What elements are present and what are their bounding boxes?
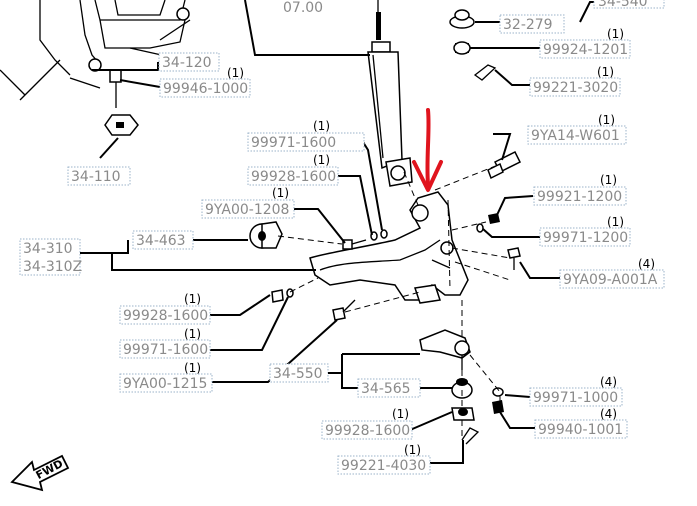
- svg-text:99928-1600: 99928-1600: [325, 423, 410, 439]
- part-label-34-120: 34-120: [158, 52, 220, 72]
- svg-text:(1): (1): [607, 27, 624, 41]
- svg-text:(1): (1): [598, 113, 615, 127]
- label-partial-top: 07.00: [283, 0, 323, 16]
- nut-99928-1600-lower-drawing: [451, 407, 475, 421]
- svg-text:99921-1200: 99921-1200: [537, 189, 622, 205]
- part-label-34-310: 34-310 34-310Z: [19, 238, 82, 276]
- cotter-pin-99221-4030-drawing: [461, 427, 480, 445]
- part-label-9YA09-A001A: (4) 9YA09-A001A: [559, 257, 665, 289]
- svg-text:32-279: 32-279: [503, 17, 553, 33]
- washers-upper-drawing: [370, 229, 388, 241]
- shock-absorber-drawing: [367, 0, 413, 187]
- part-label-99924-1201: (1) 99924-1201: [539, 27, 631, 59]
- svg-text:34-565: 34-565: [361, 381, 411, 397]
- svg-text:(1): (1): [227, 66, 244, 80]
- body-bracket-drawing: [0, 0, 191, 101]
- highlight-arrow: [412, 108, 443, 192]
- upper-control-arm-drawing: [309, 191, 469, 304]
- svg-text:34-120: 34-120: [162, 55, 212, 71]
- part-label-99971-1600-mid: (1) 99971-1600: [119, 327, 211, 359]
- svg-text:9YA00-1208: 9YA00-1208: [205, 202, 289, 218]
- part-label-99971-1200: (1) 99971-1200: [539, 215, 631, 247]
- part-label-34-565: 34-565: [357, 378, 421, 398]
- part-label-32-279: 32-279: [499, 14, 565, 34]
- svg-text:(1): (1): [404, 443, 421, 457]
- svg-text:(1): (1): [607, 215, 624, 229]
- svg-text:(4): (4): [600, 375, 617, 389]
- svg-text:34-310: 34-310: [23, 241, 73, 257]
- part-label-9YA00-1208: (1) 9YA00-1208: [201, 186, 295, 219]
- svg-text:99946-1000: 99946-1000: [163, 81, 248, 97]
- part-label-9YA00-1215: (1) 9YA00-1215: [119, 361, 213, 393]
- nut-99921-1200-drawing: [488, 213, 500, 224]
- part-label-99971-1600-upper: (1) 99971-1600: [247, 119, 365, 152]
- part-label-34-463: 34-463: [132, 230, 194, 250]
- svg-text:(4): (4): [638, 257, 655, 271]
- bolt-9YA09-A001A-drawing: [507, 247, 521, 270]
- svg-text:99928-1600: 99928-1600: [251, 169, 336, 185]
- svg-text:34-110: 34-110: [71, 169, 121, 185]
- fwd-arrow-icon: FWD: [10, 454, 70, 492]
- part-label-99221-3020: (1) 99221-3020: [529, 65, 621, 97]
- part-label-99928-1600-mid: (1) 99928-1600: [119, 292, 211, 325]
- rubber-stop-99946-1000-drawing: [104, 69, 139, 136]
- svg-text:(1): (1): [597, 65, 614, 79]
- part-label-99928-1600-lower: (1) 99928-1600: [321, 407, 413, 440]
- svg-text:34-463: 34-463: [136, 233, 186, 249]
- ball-joint-34-550-drawing: [419, 329, 471, 370]
- part-label-99971-1000: (4) 99971-1000: [529, 375, 623, 407]
- bushing-34-463-drawing: [249, 221, 283, 249]
- top-right-parts-drawing: [449, 9, 497, 81]
- svg-text:9YA14-W601: 9YA14-W601: [531, 128, 620, 144]
- washer-nut-lower-right-drawing: [492, 387, 504, 414]
- svg-text:9YA00-1215: 9YA00-1215: [123, 376, 207, 392]
- svg-text:(1): (1): [600, 173, 617, 187]
- fwd-label: FWD: [34, 457, 66, 482]
- bolt-9YA00-1208-drawing: [342, 239, 367, 250]
- svg-text:99924-1201: 99924-1201: [543, 42, 628, 58]
- svg-text:99221-4030: 99221-4030: [341, 458, 426, 474]
- svg-text:(1): (1): [313, 153, 330, 167]
- part-label-34-110: 34-110: [67, 166, 131, 186]
- svg-text:99971-1600: 99971-1600: [123, 342, 208, 358]
- svg-text:(1): (1): [184, 292, 201, 306]
- part-label-99928-1600-upper: (1) 99928-1600: [247, 153, 339, 186]
- svg-text:99971-1200: 99971-1200: [543, 230, 628, 246]
- svg-text:(1): (1): [392, 407, 409, 421]
- part-label-34-550: 34-550: [269, 363, 329, 383]
- part-label-99921-1200: (1) 99921-1200: [533, 173, 627, 206]
- svg-text:9YA09-A001A: 9YA09-A001A: [563, 272, 658, 288]
- svg-text:34-550: 34-550: [273, 366, 323, 382]
- part-label-99946-1000: (1) 99946-1000: [159, 66, 251, 98]
- part-label-9YA14-W601: (1) 9YA14-W601: [527, 113, 627, 145]
- svg-text:99928-1600: 99928-1600: [123, 308, 208, 324]
- svg-text:99940-1001: 99940-1001: [538, 422, 623, 438]
- svg-text:(4): (4): [600, 407, 617, 421]
- svg-text:(1): (1): [184, 361, 201, 375]
- svg-text:99221-3020: 99221-3020: [533, 80, 618, 96]
- svg-text:99971-1000: 99971-1000: [533, 390, 618, 406]
- part-label-99221-4030: (1) 99221-4030: [337, 443, 431, 475]
- svg-text:(1): (1): [184, 327, 201, 341]
- svg-text:(1): (1): [272, 186, 289, 200]
- svg-text:(1): (1): [313, 119, 330, 133]
- part-label-99940-1001: (4) 99940-1001: [534, 407, 628, 439]
- svg-text:99971-1600: 99971-1600: [251, 135, 336, 151]
- label-partial-top-right: 34-540: [598, 0, 648, 10]
- svg-text:34-310Z: 34-310Z: [23, 259, 82, 275]
